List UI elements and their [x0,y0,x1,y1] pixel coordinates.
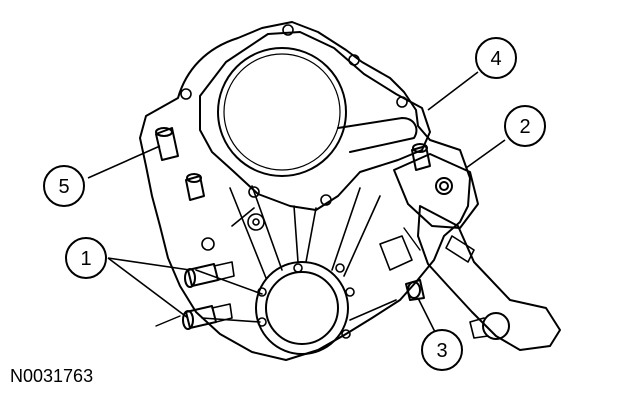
gasket-bolt-lower-left [185,173,205,201]
svg-text:4: 4 [490,48,501,70]
water-outlet-tube [337,117,418,153]
callout-1: 1 [65,237,107,279]
svg-text:2: 2 [519,116,530,138]
figure-id-label: N0031763 [10,366,94,386]
svg-text:5: 5 [58,176,69,198]
gasket-bolt-holes [180,24,408,339]
svg-text:1: 1 [80,248,91,270]
water-pump-gasket [199,31,431,211]
leader-lines [87,71,506,343]
drive-gear [482,312,510,340]
dowel-bolt-upper [184,261,235,288]
oil-pump-assembly [379,153,561,351]
callout-4: 4 [475,37,517,79]
svg-text:3: 3 [436,340,447,362]
crankshaft-seal-bore [255,261,349,355]
dowel-bolt-lower [182,303,233,330]
cover-ribs [195,185,397,323]
gasket-bolt-right [411,143,431,171]
gasket-bolt-left [155,127,179,161]
lower-right-bolt [405,279,425,301]
water-pump-bore [217,47,347,177]
callout-3: 3 [421,329,463,371]
callout-5: 5 [43,165,85,207]
callout-2: 2 [504,105,546,147]
front-cover-outline [139,21,471,361]
